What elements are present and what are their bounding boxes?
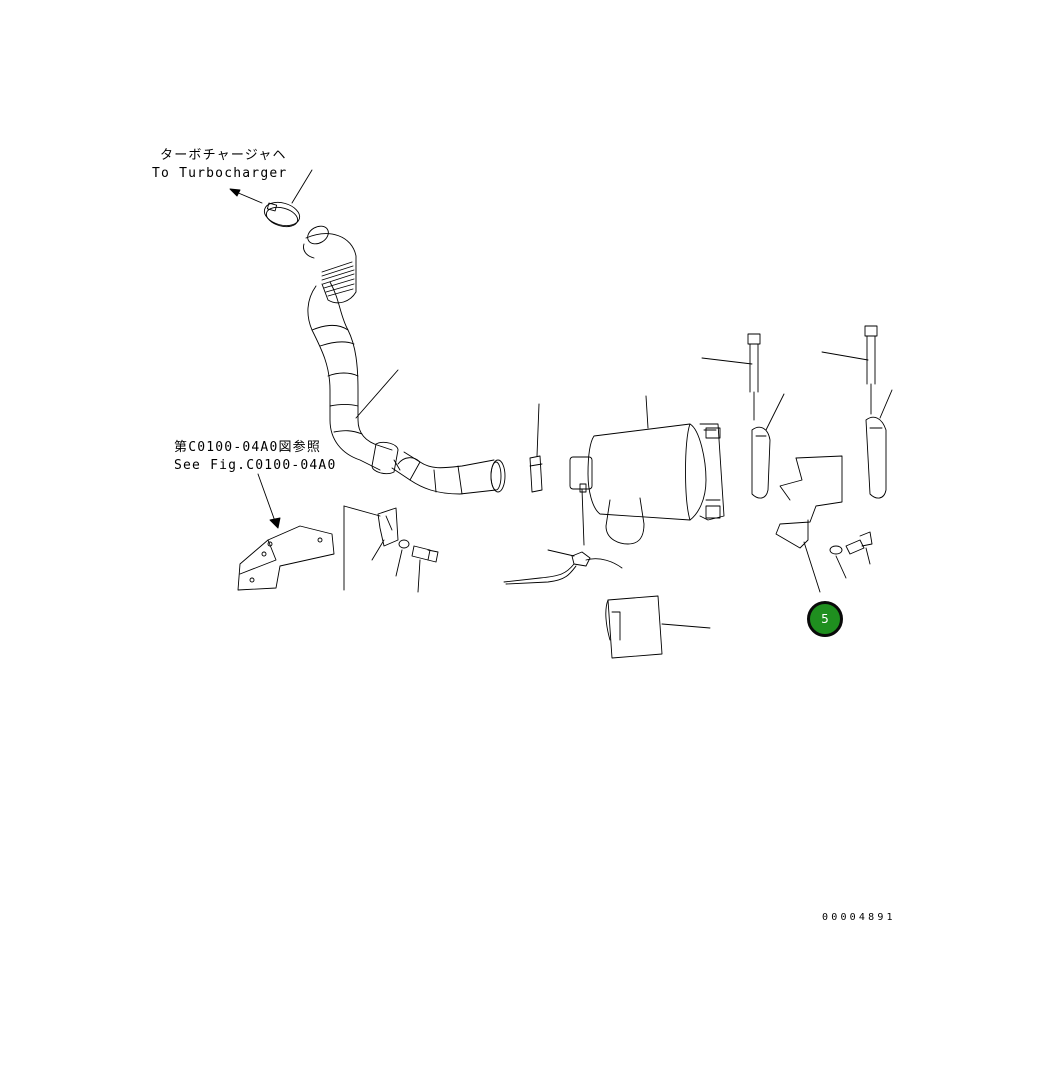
turbocharger-label-jp: ターボチャージャヘ bbox=[160, 148, 287, 163]
air-cleaner bbox=[569, 395, 725, 546]
mounting-band-left bbox=[751, 393, 785, 499]
restriction-sensor bbox=[503, 549, 623, 585]
intake-hose bbox=[303, 225, 506, 495]
long-bolt-left bbox=[701, 333, 761, 421]
see-figure-label-jp: 第C0100-04A0図参照 bbox=[174, 440, 322, 455]
hose-clamp bbox=[263, 169, 313, 228]
bolt-left bbox=[411, 545, 439, 593]
turbocharger-arrow bbox=[229, 188, 263, 204]
washer-left bbox=[395, 539, 410, 577]
cover bbox=[605, 595, 711, 659]
long-bolt-right bbox=[821, 325, 878, 415]
turbocharger-label-en: To Turbocharger bbox=[152, 166, 288, 181]
washer-right bbox=[829, 545, 847, 579]
small-clamp bbox=[529, 403, 543, 493]
clip-left bbox=[343, 505, 399, 591]
mounting-bracket bbox=[775, 455, 843, 593]
part-callout-5[interactable]: 5 bbox=[807, 601, 843, 637]
left-bracket bbox=[237, 473, 335, 591]
mounting-band-right bbox=[865, 389, 893, 499]
part-callout-number: 5 bbox=[821, 612, 829, 626]
bolt-right bbox=[845, 531, 873, 565]
see-figure-label-en: See Fig.C0100-04A0 bbox=[174, 458, 337, 473]
document-number: 00004891 bbox=[822, 912, 896, 923]
